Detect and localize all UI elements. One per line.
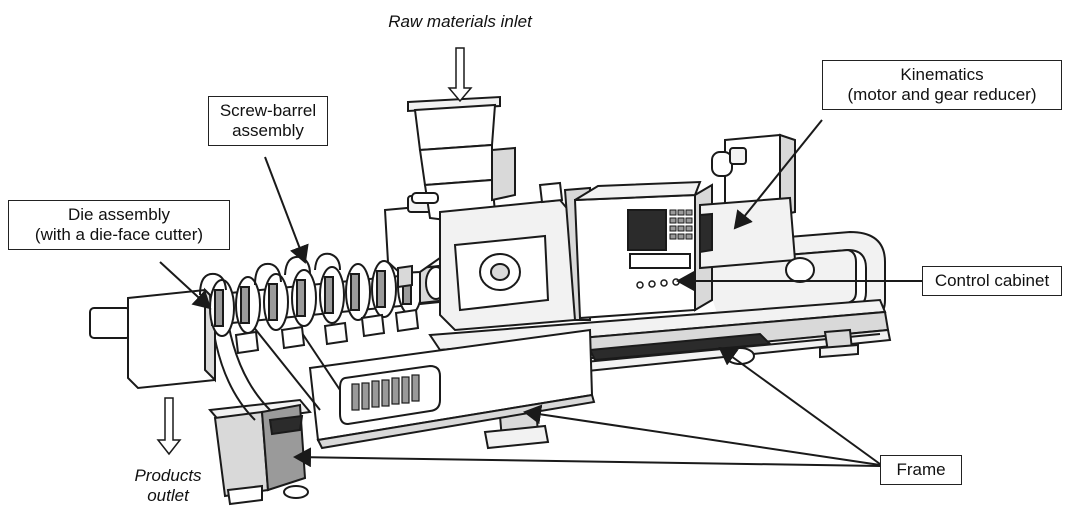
left-frame [208, 398, 312, 506]
products-line2: outlet [147, 486, 189, 505]
screw-barrel-line2: assembly [232, 121, 304, 140]
control-cabinet-label: Control cabinet [922, 266, 1062, 296]
die-assembly-label: Die assembly (with a die-face cutter) [8, 200, 230, 250]
screw-barrel-label: Screw-barrel assembly [208, 96, 328, 146]
frame-text: Frame [896, 460, 946, 479]
screw-barrel-line1: Screw-barrel [219, 101, 317, 120]
raw-materials-inlet-label: Raw materials inlet [365, 12, 555, 32]
motor-gear-reducer [699, 133, 815, 283]
control-text: Control cabinet [934, 271, 1050, 290]
kinematics-line1: Kinematics [900, 65, 984, 84]
main-hopper [407, 95, 516, 222]
die-line2: (with a die-face cutter) [34, 225, 204, 244]
inlet-arrow-icon [447, 47, 473, 103]
kinematics-line2: (motor and gear reducer) [847, 85, 1037, 104]
kinematics-label: Kinematics (motor and gear reducer) [822, 60, 1062, 110]
frame-label: Frame [880, 455, 962, 485]
products-outlet-label: Products outlet [118, 466, 218, 506]
control-cabinet-graphic [573, 180, 713, 320]
leader-lines [159, 119, 922, 468]
outlet-arrow-icon [156, 397, 182, 456]
raw-inlet-text: Raw materials inlet [388, 12, 532, 31]
die-line1: Die assembly [67, 205, 171, 224]
products-line1: Products [134, 466, 202, 485]
die-assembly [89, 287, 216, 390]
